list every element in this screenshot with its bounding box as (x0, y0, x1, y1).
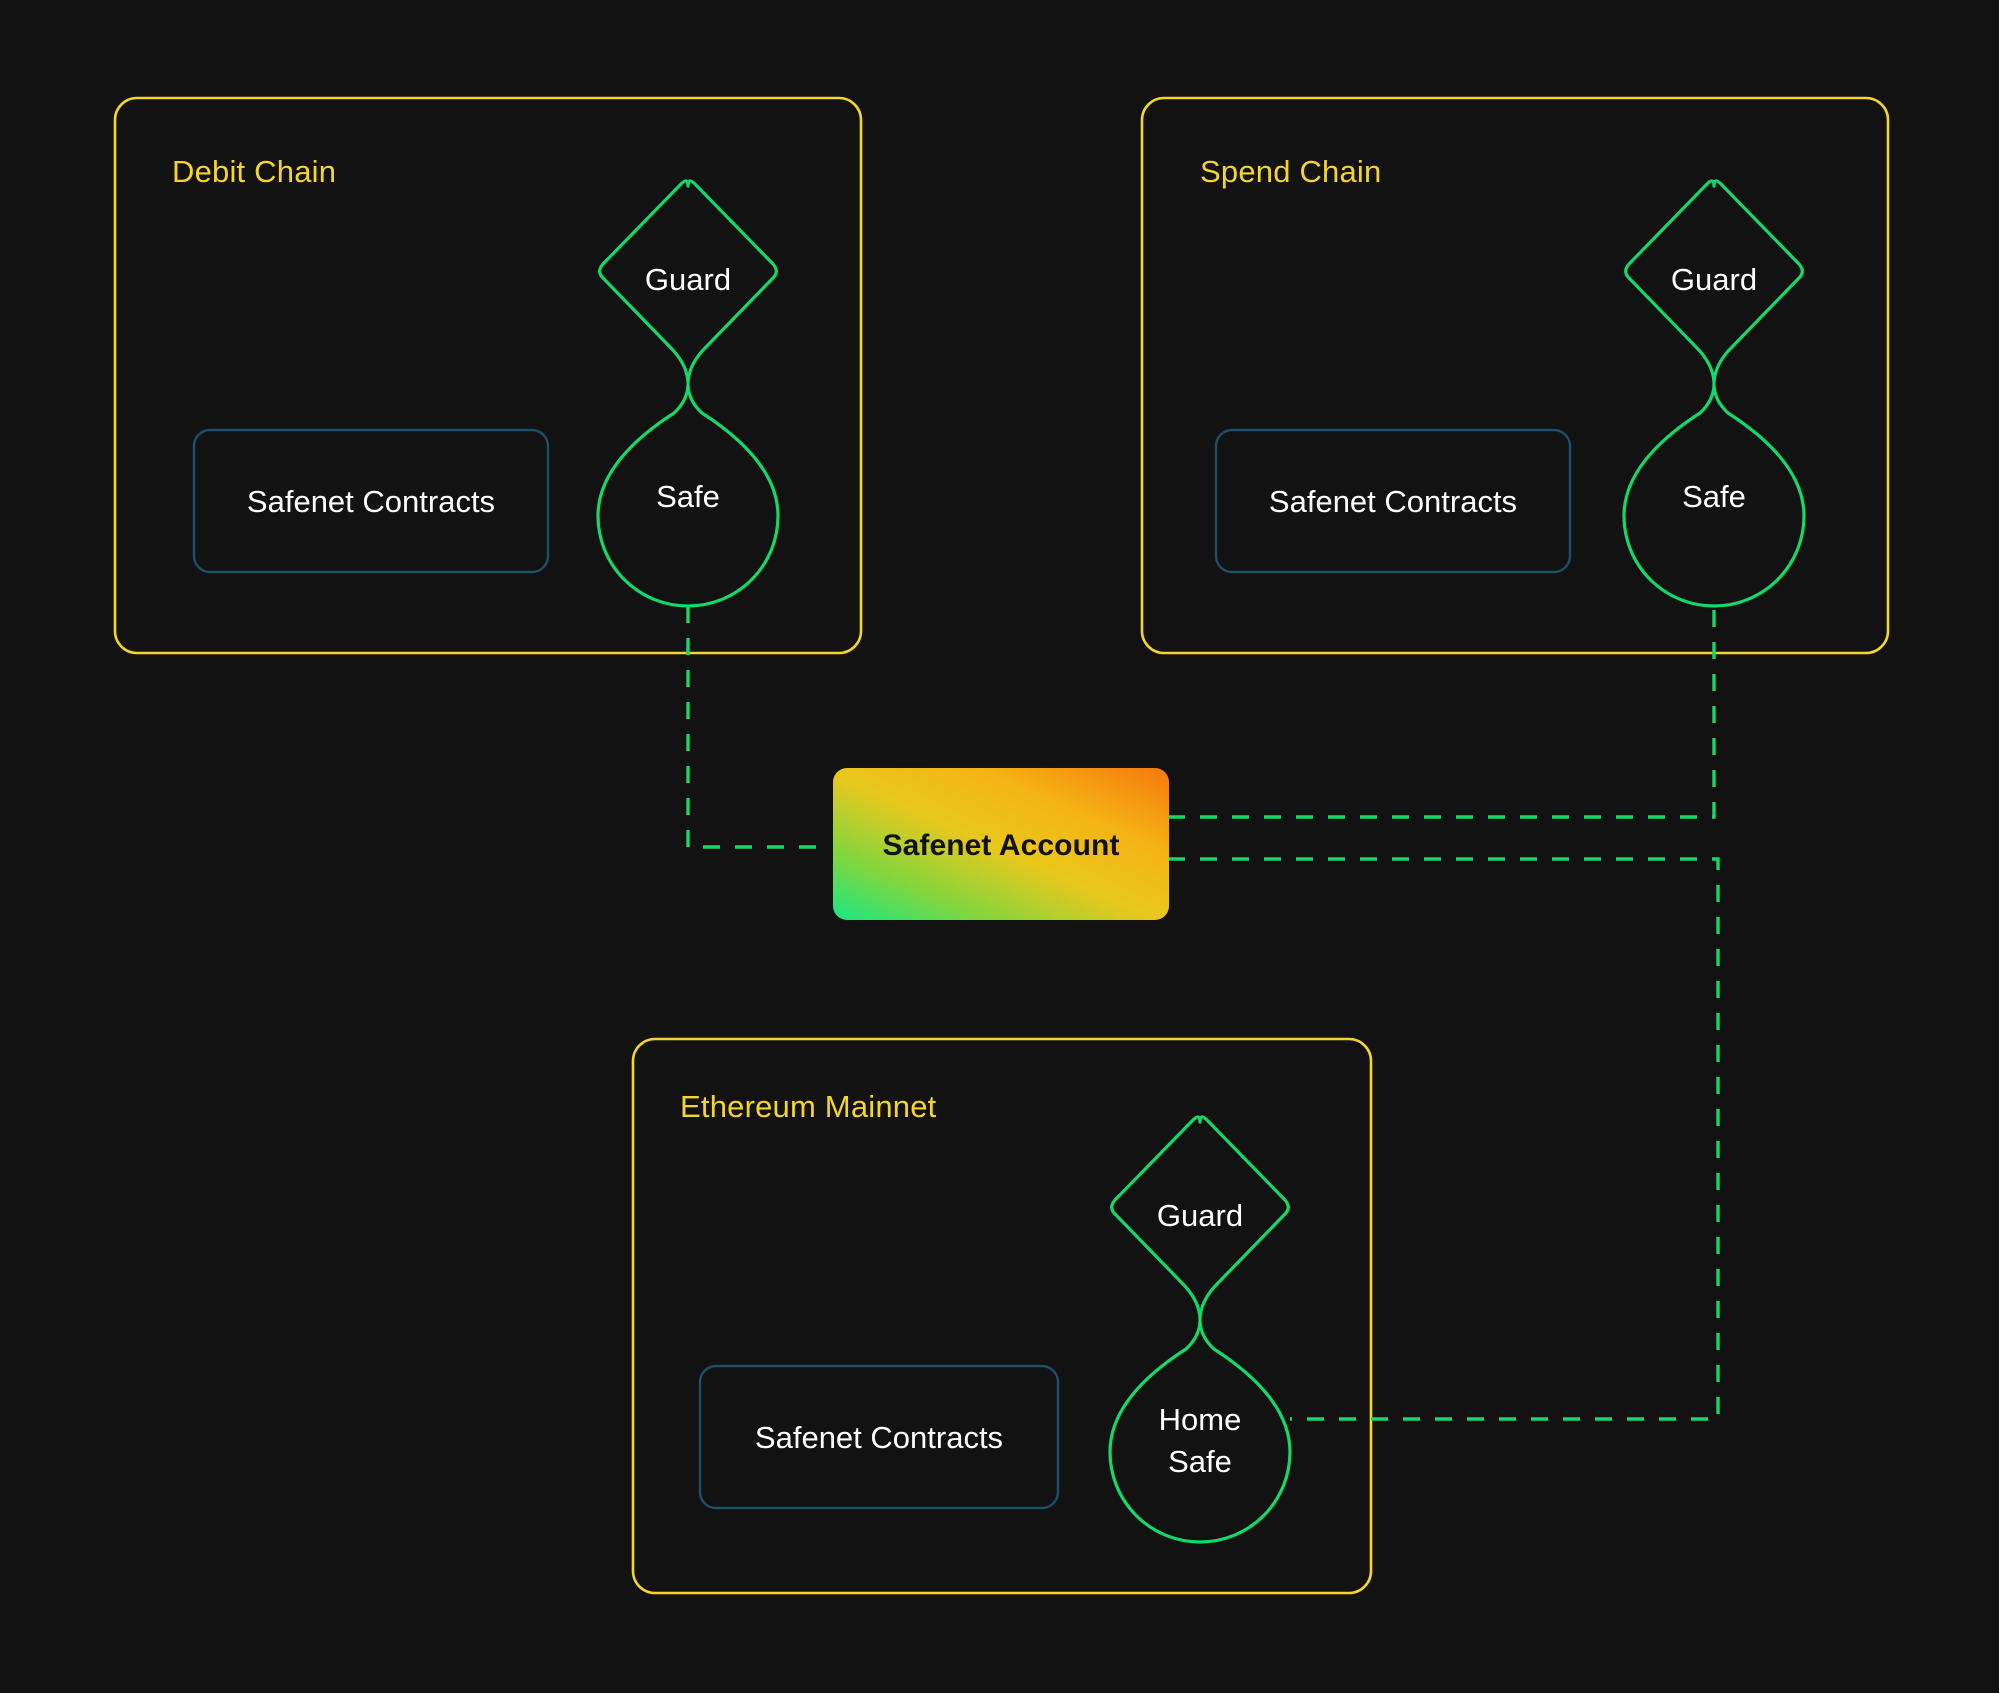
connector-account-to-spend-safe (1168, 606, 1716, 819)
panel-ethereum-mainnet: Ethereum Mainnet Safenet Contracts Guard… (631, 1037, 1373, 1595)
safenet-account-label: Safenet Account (882, 829, 1119, 862)
ethereum-mainnet-home-safe-label-line1: Home (1159, 1402, 1242, 1437)
safenet-account-node[interactable]: Safenet Account (833, 768, 1169, 920)
spend-chain-guard-safe-node[interactable]: Guard Safe (1622, 179, 1806, 608)
panel-debit-chain-title: Debit Chain (172, 154, 336, 189)
spend-chain-keyhole-outline (1622, 179, 1806, 608)
ethereum-mainnet-home-safe-label-line2: Safe (1168, 1444, 1232, 1479)
spend-chain-guard-label: Guard (1671, 262, 1757, 297)
ethereum-mainnet-keyhole-outline (1108, 1115, 1292, 1544)
spend-chain-safenet-contracts[interactable]: Safenet Contracts (1214, 428, 1572, 574)
safenet-account-box (833, 768, 1169, 920)
panel-spend-chain-border (1140, 96, 1890, 655)
panel-ethereum-mainnet-title: Ethereum Mainnet (680, 1089, 937, 1124)
panel-spend-chain-title: Spend Chain (1200, 154, 1381, 189)
ethereum-mainnet-contracts-border (698, 1364, 1060, 1510)
ethereum-mainnet-guard-home-safe-node[interactable]: Guard Home Safe (1108, 1115, 1292, 1544)
spend-chain-safe-label: Safe (1682, 479, 1746, 514)
panel-spend-chain: Spend Chain Safenet Contracts Guard Safe (1140, 96, 1890, 655)
spend-chain-contracts-border (1214, 428, 1572, 574)
ethereum-mainnet-safenet-contracts[interactable]: Safenet Contracts (698, 1364, 1060, 1510)
spend-chain-contracts-label: Safenet Contracts (1269, 484, 1517, 519)
debit-chain-safe-label: Safe (656, 479, 720, 514)
connector-account-to-home-safe (1168, 857, 1720, 1421)
debit-chain-guard-safe-node[interactable]: Guard Safe (596, 179, 780, 608)
debit-chain-safenet-contracts[interactable]: Safenet Contracts (192, 428, 550, 574)
panel-debit-chain-border (113, 96, 863, 655)
ethereum-mainnet-contracts-label: Safenet Contracts (755, 1420, 1003, 1455)
ethereum-mainnet-guard-label: Guard (1157, 1198, 1243, 1233)
debit-chain-contracts-label: Safenet Contracts (247, 484, 495, 519)
debit-chain-guard-label: Guard (645, 262, 731, 297)
panel-debit-chain: Debit Chain Safenet Contracts Guard Safe (113, 96, 863, 655)
connector-debit-safe-to-account (686, 606, 830, 849)
debit-chain-contracts-border (192, 428, 550, 574)
panel-ethereum-mainnet-border (631, 1037, 1373, 1595)
debit-chain-keyhole-outline (596, 179, 780, 608)
